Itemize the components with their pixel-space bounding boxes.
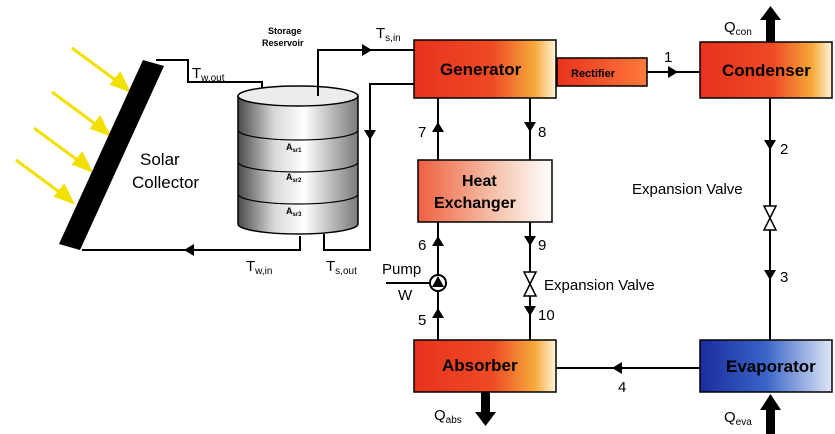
q-eva-label: Qeva [724, 409, 752, 428]
generator-box [413, 39, 557, 99]
stream-6-number: 6 [418, 237, 426, 254]
tank-segment-1: Asr1 [286, 142, 302, 154]
tank-segment-3: Asr3 [286, 206, 302, 218]
t-s-in-label: Ts,in [376, 25, 401, 44]
heat-exchanger-label: Heat [462, 173, 497, 190]
stream-8-arrow [524, 122, 536, 132]
condenser-label: Condenser [722, 61, 811, 80]
expansion-valve-mid [522, 271, 538, 297]
q-con-label: Qcon [724, 19, 752, 38]
sun-rays [15, 46, 132, 205]
rectifier-label: Rectifier [571, 68, 616, 80]
pipe-s-out-arrow [364, 130, 376, 140]
pipe-s-out [323, 83, 414, 251]
absorber-label: Absorber [442, 356, 518, 375]
work-label: W [398, 287, 413, 304]
evaporator-box [699, 339, 833, 393]
q-con-arrow-head [760, 6, 781, 20]
pipe-s-in-arrow [362, 44, 372, 56]
expansion-valve-right [762, 205, 778, 231]
stream-5-number: 5 [418, 312, 426, 329]
t-s-out-label: Ts,out [326, 258, 357, 277]
stream-5-arrow [432, 308, 444, 318]
stream-2-number: 2 [780, 141, 788, 158]
q-abs-label: Qabs [434, 407, 462, 426]
q-con-arrow-shaft [766, 18, 775, 42]
storage-reservoir [237, 85, 359, 235]
expansion-valve-mid-label: Expansion Valve [544, 277, 655, 294]
evaporator-label: Evaporator [726, 357, 816, 376]
pump-label: Pump [382, 261, 421, 278]
q-abs-arrow-head [475, 412, 496, 426]
stream-9-arrow [524, 236, 536, 246]
heat-exchanger-label-2: Exchanger [434, 195, 516, 212]
rectifier-box [556, 57, 648, 87]
stream-4-number: 4 [618, 379, 626, 396]
solar-collector-label-2: Collector [132, 173, 199, 192]
q-abs-arrow-shaft [481, 392, 490, 414]
pipe-w-out [156, 59, 263, 96]
stream-3-arrow [764, 270, 776, 280]
pump-direction-icon [432, 276, 444, 287]
stream-8-number: 8 [538, 124, 546, 141]
absorber-box [413, 339, 557, 393]
stream-10-number: 10 [538, 307, 555, 324]
stream-3-number: 3 [780, 269, 788, 286]
stream-2-arrow [764, 140, 776, 150]
stream-6-arrow [432, 236, 444, 246]
pipe-w-in [82, 236, 301, 251]
heat-exchanger-box [417, 159, 553, 223]
solar-collector-label: Solar [140, 150, 180, 169]
stream-7-arrow [432, 122, 444, 132]
stream-1-arrow [668, 66, 678, 78]
stream-9-number: 9 [538, 237, 546, 254]
generator-label: Generator [440, 60, 522, 79]
stream-10-arrow [524, 306, 536, 316]
pipe-s-in [317, 49, 414, 96]
q-eva-arrow-head [760, 394, 781, 410]
stream-4-arrow [612, 362, 622, 374]
stream-1-number: 1 [664, 49, 672, 66]
t-w-out-label: Tw,out [192, 65, 225, 84]
storage-reservoir-label-2: Reservoir [262, 38, 304, 48]
expansion-valve-right-label: Expansion Valve [632, 181, 743, 198]
pipe-w-in-arrow [184, 244, 194, 256]
stream-7-number: 7 [418, 124, 426, 141]
t-w-in-label: Tw,in [246, 258, 272, 277]
storage-reservoir-label: Storage [268, 26, 302, 36]
q-eva-arrow-shaft [766, 408, 775, 434]
tank-segment-2: Asr2 [286, 172, 302, 184]
solar-collector-panel [59, 60, 164, 250]
